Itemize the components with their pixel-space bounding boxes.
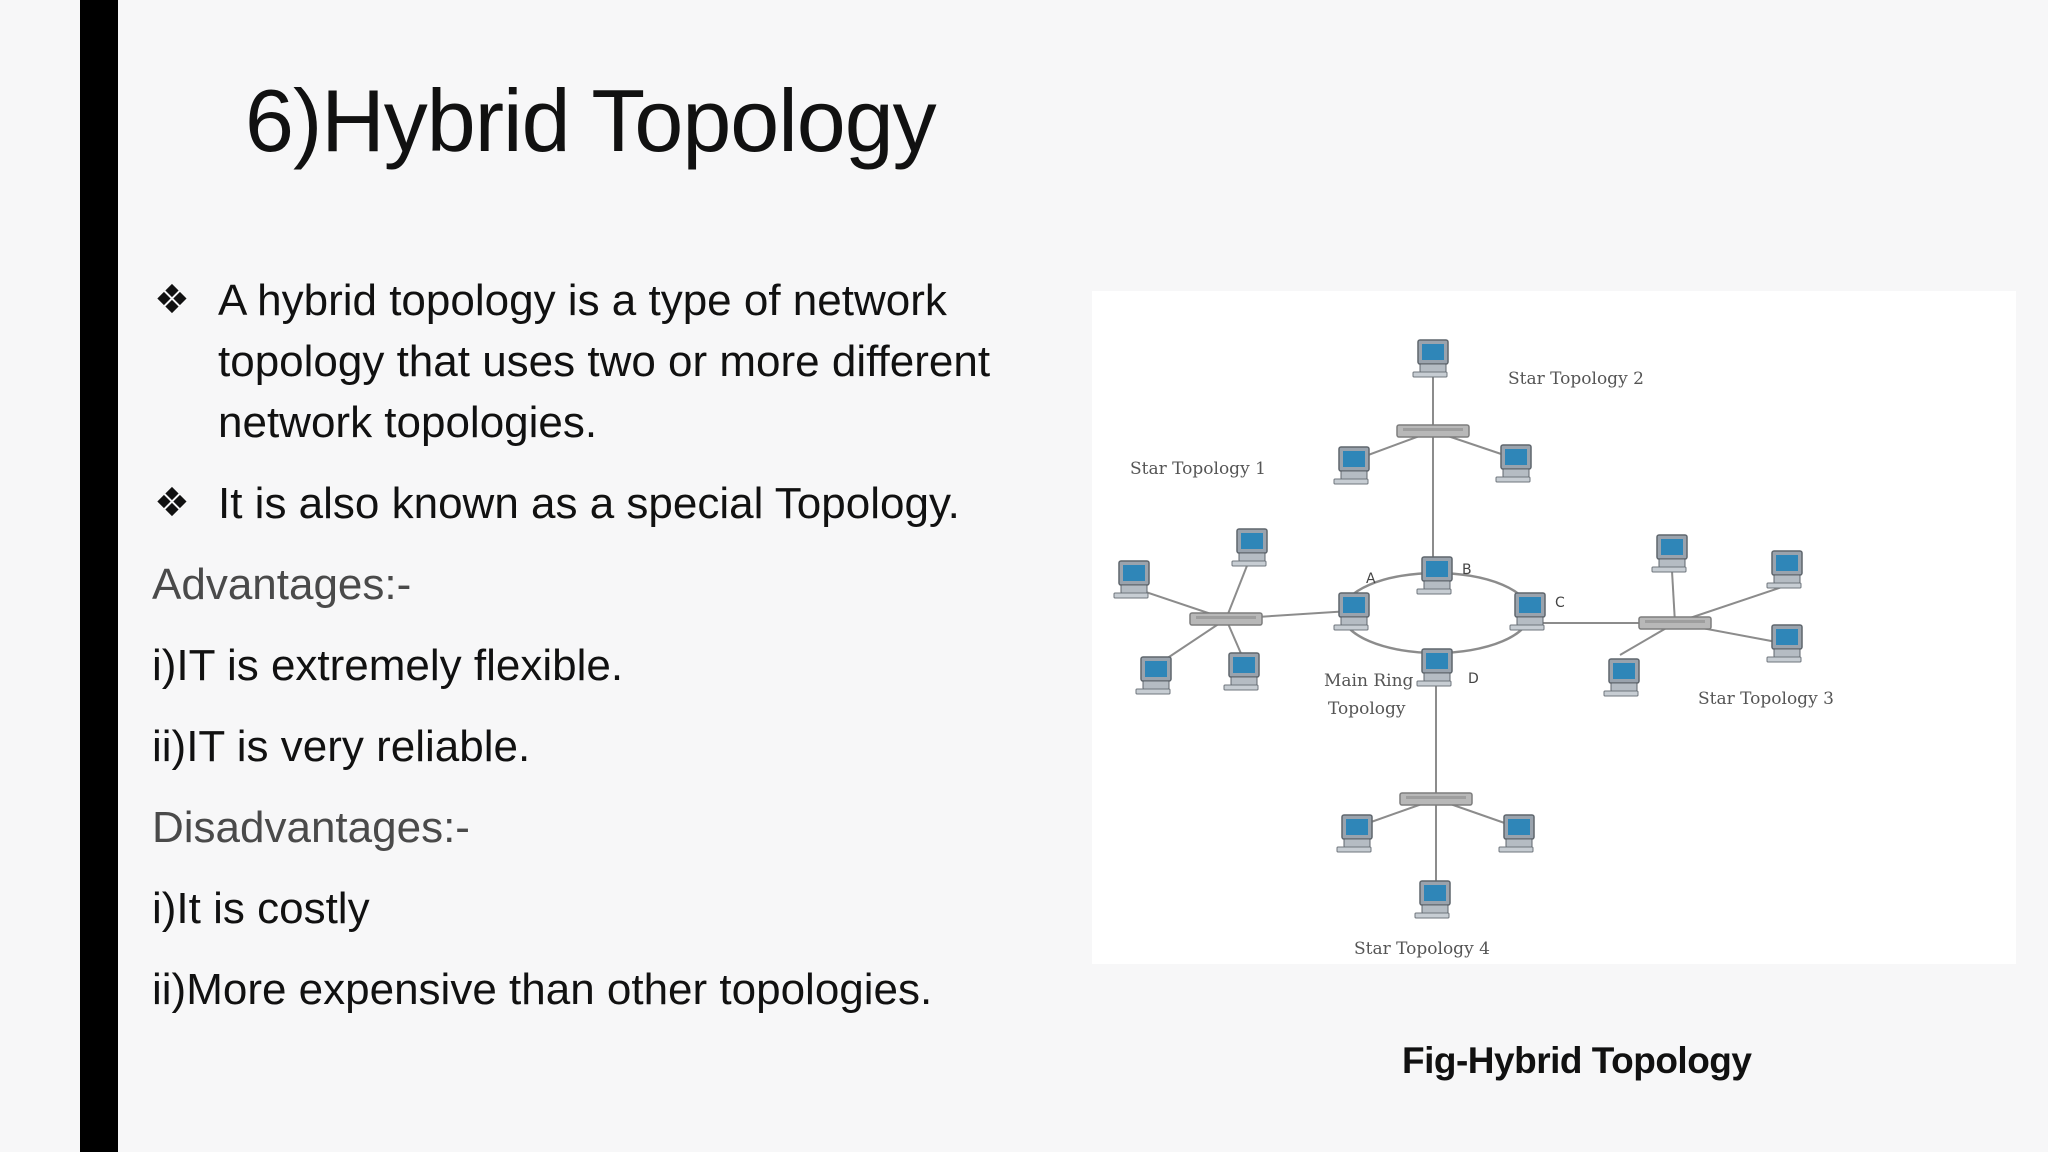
bullet-item: ❖ A hybrid topology is a type of network… xyxy=(152,270,1072,453)
ring-node-c-icon xyxy=(1509,592,1546,631)
label-node-d: D xyxy=(1468,671,1479,687)
advantage-item: i)IT is extremely flexible. xyxy=(152,641,624,690)
figure-caption: Fig-Hybrid Topology xyxy=(1402,1040,1752,1081)
label-star3: Star Topology 3 xyxy=(1698,689,1834,709)
computer-icon xyxy=(1498,814,1535,853)
label-ring-line2: Topology xyxy=(1328,699,1406,719)
label-node-b: B xyxy=(1462,562,1472,578)
computer-icon xyxy=(1495,444,1532,483)
topology-svg: Star Topology 2 Star Topology 1 Star Top… xyxy=(1113,339,1834,959)
diamond-bullet-icon: ❖ xyxy=(154,278,190,322)
label-star4: Star Topology 4 xyxy=(1354,939,1490,959)
star3-hub-icon xyxy=(1638,616,1712,630)
disadvantages-heading: Disadvantages:- xyxy=(152,803,470,852)
label-node-c: C xyxy=(1555,595,1565,611)
computer-icon xyxy=(1231,528,1268,567)
computer-icon xyxy=(1135,656,1172,695)
advantage-item: ii)IT is very reliable. xyxy=(152,722,531,771)
advantages-heading: Advantages:- xyxy=(152,560,412,609)
label-star2: Star Topology 2 xyxy=(1508,369,1644,389)
label-ring-line1: Main Ring xyxy=(1324,671,1414,691)
computer-icon xyxy=(1414,880,1451,919)
bullet-text: A hybrid topology is a type of network t… xyxy=(218,276,991,447)
diamond-bullet-icon: ❖ xyxy=(154,481,190,525)
label-star1: Star Topology 1 xyxy=(1130,459,1266,479)
computer-icon xyxy=(1223,652,1260,691)
computer-icon xyxy=(1766,624,1803,663)
computer-icon xyxy=(1651,534,1688,573)
star2-hub-icon xyxy=(1396,424,1470,438)
accent-bar xyxy=(80,0,118,1152)
computer-icon xyxy=(1603,658,1640,697)
computer-icon xyxy=(1333,446,1370,485)
disadvantage-item: i)It is costly xyxy=(152,884,370,933)
bullet-item: ❖ It is also known as a special Topology… xyxy=(152,473,1072,534)
label-node-a: A xyxy=(1366,571,1376,587)
slide-title: 6)Hybrid Topology xyxy=(245,71,937,170)
computer-icon xyxy=(1766,550,1803,589)
computer-icon xyxy=(1113,560,1150,599)
star4-hub-icon xyxy=(1399,792,1473,806)
ring-node-b-icon xyxy=(1416,556,1453,595)
slide-content: ❖ A hybrid topology is a type of network… xyxy=(152,270,1072,1040)
bullet-text: It is also known as a special Topology. xyxy=(218,479,960,528)
hybrid-topology-diagram: Star Topology 2 Star Topology 1 Star Top… xyxy=(1092,291,2016,964)
disadvantage-item: ii)More expensive than other topologies. xyxy=(152,965,933,1014)
ring-node-d-icon xyxy=(1416,648,1453,687)
star1-hub-icon xyxy=(1189,612,1263,626)
computer-icon xyxy=(1336,814,1373,853)
ring-node-a-icon xyxy=(1333,592,1370,631)
computer-icon xyxy=(1412,339,1449,378)
